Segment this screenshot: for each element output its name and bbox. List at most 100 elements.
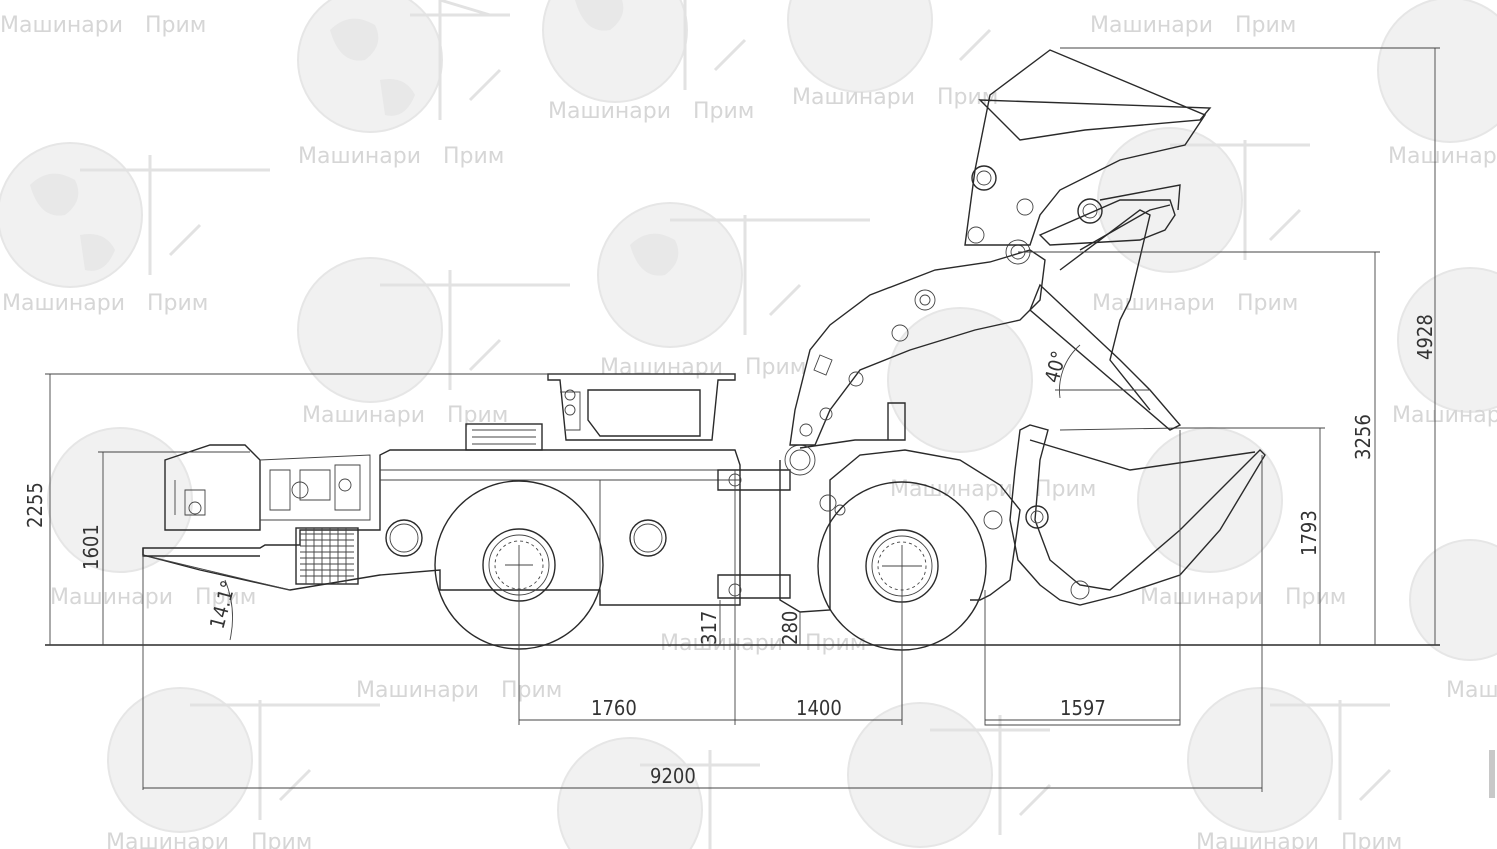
watermark-text-right: Прим	[195, 585, 256, 610]
watermark-text-left: Машинари	[298, 144, 421, 169]
dim-wheelbase-chain: 1760 1400 1597	[518, 430, 1181, 726]
rear-wheel	[434, 480, 604, 655]
watermark-text-left: Машинари	[302, 403, 425, 428]
lift-arm-raised	[789, 239, 1046, 446]
watermark-logo	[787, 0, 992, 93]
watermark-text-right: Прим	[501, 678, 562, 703]
rear-frame	[142, 373, 741, 606]
watermark-label: Машинари Прим	[106, 830, 312, 849]
watermark-label: Машинари Прим	[50, 585, 256, 610]
lift-cylinder	[1029, 209, 1182, 431]
watermark-label: Машинари Прим	[1092, 291, 1298, 316]
dim-overall-height: 2255	[23, 373, 735, 645]
watermark-text-right: Прим	[805, 631, 866, 656]
watermark-text-left: Машинари	[1392, 403, 1497, 428]
watermark-logo	[0, 142, 270, 288]
watermark-logo	[107, 687, 380, 833]
dim-body-height-value: 1601	[79, 524, 103, 570]
watermark-label: Машинари Прим	[2, 291, 208, 316]
watermark-text-right: Прим	[443, 144, 504, 169]
watermark-text-left: Машинари	[1140, 585, 1263, 610]
watermark-label: Машинари Прим	[356, 678, 562, 703]
watermark-label: Машинари Прим	[1196, 830, 1402, 849]
dim-ground-clearance-value: 280	[778, 611, 802, 645]
loader-outline	[45, 49, 1440, 720]
watermark-text-right: Прим	[147, 291, 208, 316]
watermark-label: Машинари	[1388, 144, 1497, 169]
dim-hinge-pin-height: 3256	[1018, 251, 1380, 645]
dim-body-height: 1601	[79, 451, 250, 645]
watermark-label: Машинари Прим	[298, 144, 504, 169]
dim-dump-angle-value: 40°	[1040, 348, 1071, 385]
watermark-logo	[597, 202, 870, 348]
watermark-text-left: Машинари	[1090, 13, 1213, 38]
watermark-label: Машинари Прим	[548, 99, 754, 124]
watermark-text-right: Прим	[251, 830, 312, 849]
dim-rear-axle-to-hinge-value: 1760	[591, 696, 637, 720]
watermark-label: Машинари Прим	[0, 13, 206, 38]
scroll-marker[interactable]	[1489, 750, 1495, 798]
watermark-logo	[297, 0, 510, 133]
watermark-text-right: Прим	[1235, 13, 1296, 38]
dim-overall-height-value: 2255	[23, 482, 47, 528]
watermark-text-left: Машинари	[600, 355, 723, 380]
front-frame	[779, 402, 1021, 613]
watermark-text-left: Машинари	[792, 85, 915, 110]
watermark-text-left: Машинари	[0, 13, 123, 38]
watermark-label: Машинари Прим	[600, 355, 806, 380]
watermark-text-right: Прим	[1035, 477, 1096, 502]
watermark-label: Машинари Прим	[1140, 585, 1346, 610]
watermark-text-left: Машинари	[1196, 830, 1319, 849]
watermark-text-left: Машинари	[660, 631, 783, 656]
watermark-logo	[542, 0, 747, 103]
watermark-label: Машинари	[1392, 403, 1497, 428]
dim-rear-clearance-value: 317	[697, 611, 721, 645]
watermark-text-right: Прим	[745, 355, 806, 380]
watermark-logo	[297, 257, 570, 403]
watermark-text-left: Машинари	[356, 678, 479, 703]
watermark-text-left: Машинари	[106, 830, 229, 849]
dim-hinge-to-front-axle-value: 1400	[796, 696, 842, 720]
dimension-annotations: 2255 1601 14.1° 317 280 1760 1400 1597	[23, 47, 1440, 792]
dim-overall-length: 9200	[143, 455, 1263, 792]
dim-dump-angle: 40°	[1040, 344, 1150, 399]
watermark-logo	[1187, 687, 1392, 833]
watermark-logo	[887, 307, 1033, 453]
watermark-text-left: Машинари	[548, 99, 671, 124]
watermark-text-left: Машинари	[1446, 678, 1497, 703]
bucket-dump-position	[983, 424, 1266, 606]
bucket-raised	[964, 49, 1212, 251]
watermark-text-right: Прим	[145, 13, 206, 38]
dim-hinge-pin-height-value: 3256	[1351, 414, 1375, 460]
watermark-text-right: Прим	[1341, 830, 1402, 849]
watermark-label: Машинари Прим	[1090, 13, 1296, 38]
watermark-logo	[557, 737, 760, 849]
dim-dump-height-value: 1793	[1297, 510, 1321, 556]
watermark-logo	[1397, 267, 1497, 413]
watermark-text-left: Машинари	[1388, 144, 1497, 169]
watermark-text-left: Машинари	[2, 291, 125, 316]
dim-max-lift-height-value: 4928	[1413, 314, 1437, 360]
watermark-logo	[1409, 539, 1497, 661]
watermark-text-left: Машинари	[50, 585, 173, 610]
dim-overall-length-value: 9200	[650, 764, 696, 788]
watermark-text-left: Машинари	[1092, 291, 1215, 316]
watermark-logo	[47, 427, 193, 573]
articulation-joint	[717, 469, 791, 600]
watermark-label: Машинари	[1446, 678, 1497, 703]
watermark-logo	[1377, 0, 1497, 143]
watermark-logo	[847, 702, 1052, 848]
dim-front-overhang-value: 1597	[1060, 696, 1106, 720]
watermark-text-right: Прим	[693, 99, 754, 124]
watermark-text-right: Прим	[1285, 585, 1346, 610]
dim-ground-clearance: 280	[778, 611, 802, 645]
dim-dump-height: 1793	[1180, 427, 1325, 645]
dim-max-lift-height: 4928	[1060, 47, 1440, 645]
watermark-text-right: Прим	[1237, 291, 1298, 316]
watermark-label: Машинари Прим	[660, 631, 866, 656]
dim-rear-clearance: 317	[697, 600, 721, 645]
